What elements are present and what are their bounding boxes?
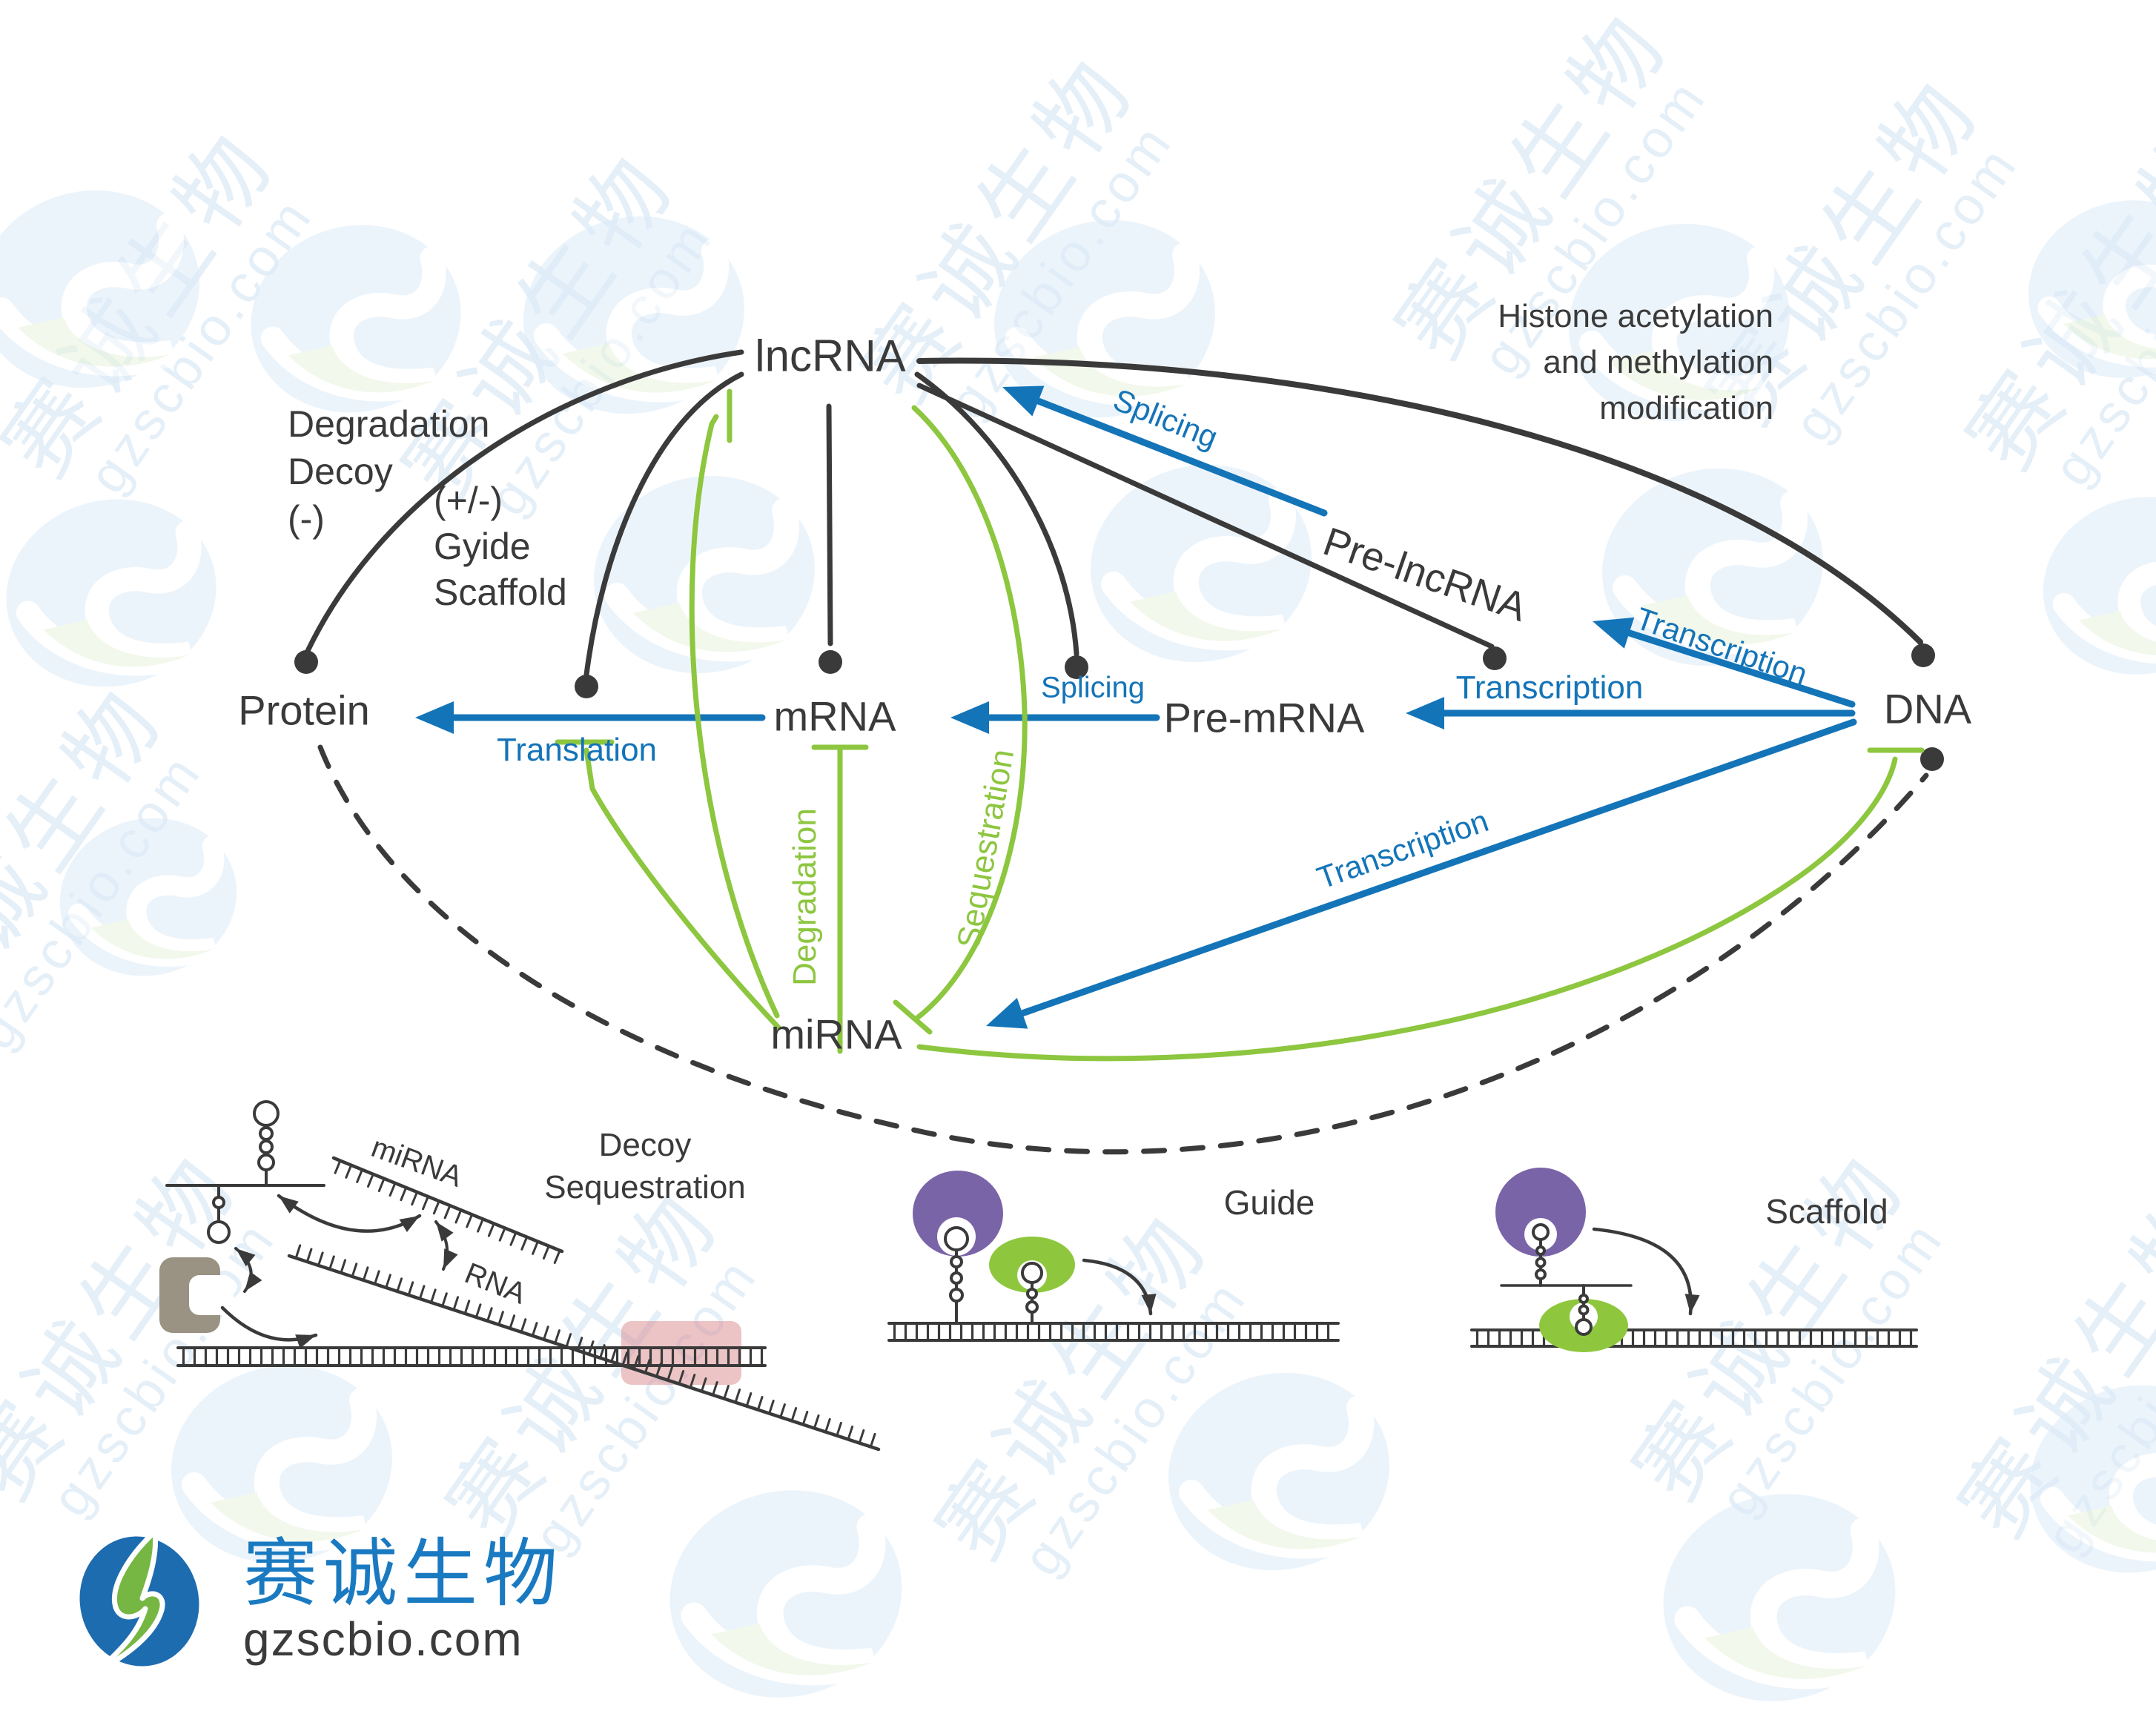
watermark-logo-icon bbox=[251, 225, 461, 413]
protein-effect-minus: (-) bbox=[288, 498, 325, 540]
histone-line-3: modification bbox=[1599, 390, 1773, 426]
logo-mark-icon bbox=[79, 1529, 199, 1674]
logo-website: gzscbio.com bbox=[243, 1612, 523, 1666]
edge-label-degradation: Degradation bbox=[787, 808, 823, 986]
node-protein: Protein bbox=[238, 686, 370, 734]
node-mirna: miRNA bbox=[770, 1010, 902, 1058]
edge-label-splicing-mrna: Splicing bbox=[1040, 671, 1145, 704]
decoy-title-line-2: Sequestration bbox=[544, 1169, 746, 1205]
green-regulation-curves bbox=[555, 388, 1925, 1062]
watermark-logo-icon bbox=[593, 475, 816, 674]
lncrna-interaction-curves bbox=[294, 349, 1935, 698]
watermark-logo-icon bbox=[1601, 468, 1824, 666]
guide-effects-annotation: (+/-) Gyide Scaffold bbox=[434, 477, 567, 615]
watermark-logo-icon bbox=[6, 499, 216, 687]
protein-dna-dashed-feedback bbox=[317, 744, 1944, 1155]
histone-line-1: Histone acetylation bbox=[1498, 298, 1773, 334]
logo-company-name: 赛诚生物 bbox=[243, 1532, 563, 1615]
histone-line-2: and methylation bbox=[1543, 344, 1773, 380]
node-lncrna: lncRNA bbox=[755, 331, 906, 381]
guide-effect-plusminus: (+/-) bbox=[434, 480, 503, 521]
guide-title: Guide bbox=[1223, 1183, 1315, 1222]
decoy-illustration bbox=[159, 1100, 881, 1452]
watermark-logo-icon bbox=[1168, 1372, 1390, 1571]
watermark-logo-icon bbox=[523, 216, 745, 414]
protein-effects-annotation: Degradation Decoy (-) bbox=[288, 400, 489, 543]
scaffold-title: Scaffold bbox=[1765, 1192, 1888, 1231]
protein-effect-degradation: Degradation bbox=[288, 403, 490, 445]
decoy-title-line-1: Decoy bbox=[598, 1127, 692, 1163]
guide-effect-scaffold: Scaffold bbox=[434, 572, 567, 613]
process-arrows bbox=[415, 385, 1857, 1029]
guide-illustration bbox=[887, 1171, 1340, 1342]
watermark-logo-icon bbox=[993, 219, 1216, 418]
node-dna: DNA bbox=[1883, 685, 1972, 732]
watermark-logo-icon bbox=[1090, 464, 1312, 663]
histone-annotation: Histone acetylation and methylation modi… bbox=[1364, 294, 1773, 431]
watermark-logo-icon bbox=[2043, 497, 2156, 675]
watermark-logo-icon bbox=[171, 1365, 393, 1563]
watermark-logo-icon bbox=[0, 190, 200, 388]
decoy-sequestration-title: Decoy Sequestration bbox=[489, 1124, 801, 1208]
watermark-logo-icon bbox=[2028, 200, 2156, 378]
edge-label-translation: Translation bbox=[496, 732, 658, 768]
node-pre-mrna: Pre-mRNA bbox=[1163, 694, 1365, 741]
edge-label-transcription-pre-mrna: Transcription bbox=[1455, 669, 1644, 706]
watermark-swirls bbox=[0, 190, 2156, 1701]
company-logo: 赛诚生物 gzscbio.com bbox=[65, 1526, 563, 1674]
node-mrna: mRNA bbox=[773, 692, 896, 740]
protein-effect-decoy: Decoy bbox=[288, 451, 393, 492]
watermark-logo-icon bbox=[669, 1490, 902, 1698]
watermark-logo-icon bbox=[1663, 1494, 1896, 1701]
guide-effect-gyide: Gyide bbox=[434, 526, 531, 567]
watermark-logo-icon bbox=[59, 818, 237, 976]
watermark-logo-icon bbox=[2030, 1385, 2156, 1573]
scaffold-illustration bbox=[1470, 1168, 1918, 1352]
watermark-logo-icon bbox=[1568, 223, 1790, 422]
